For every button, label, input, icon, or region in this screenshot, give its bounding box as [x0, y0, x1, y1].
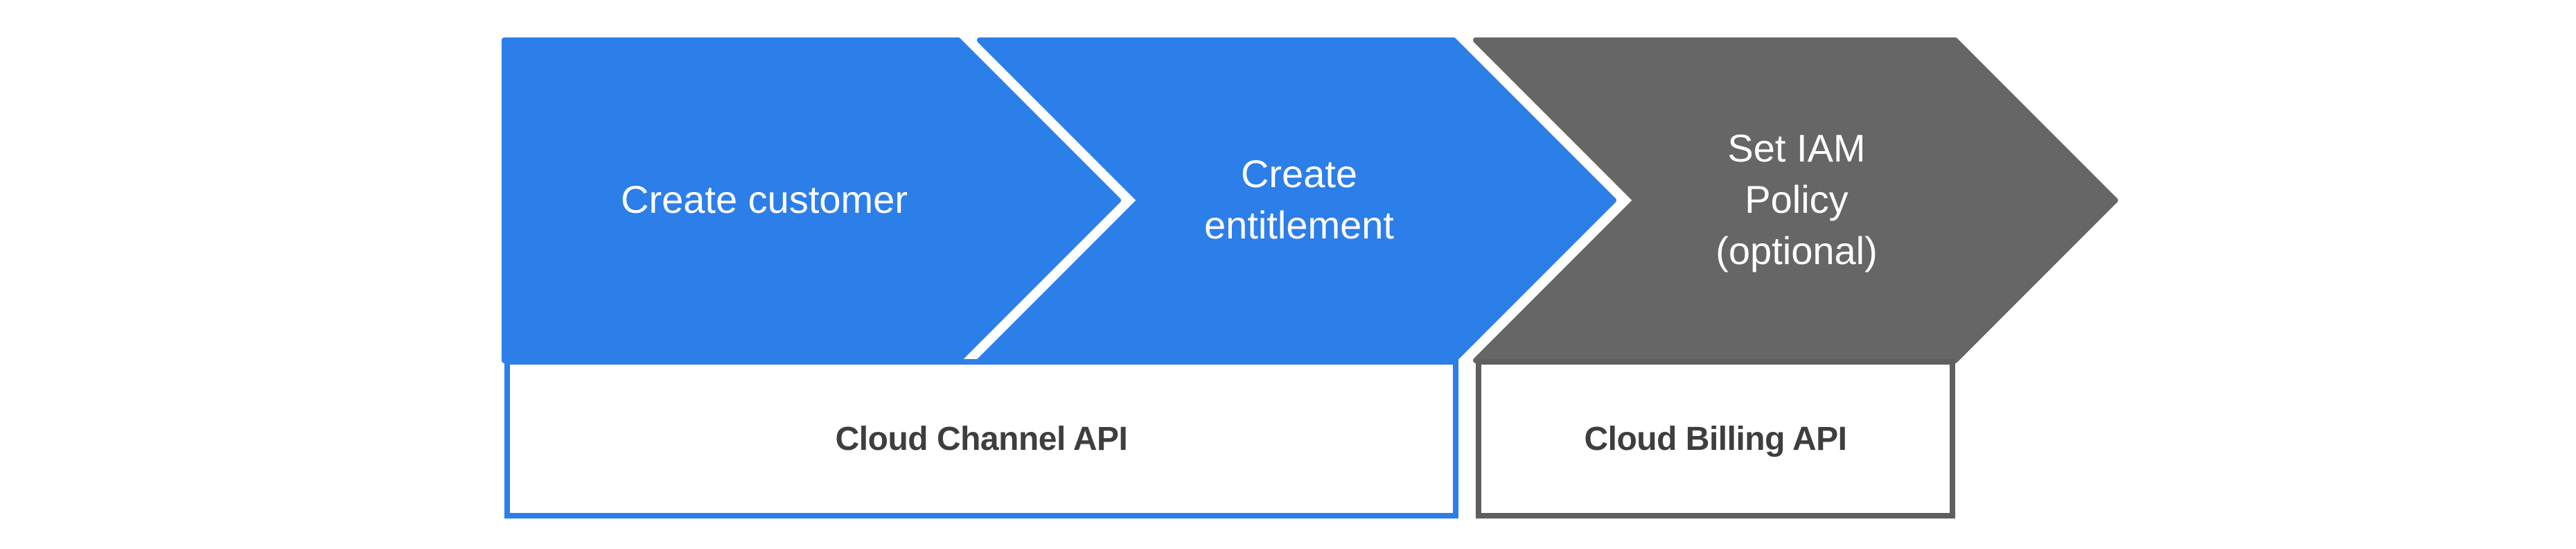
cloud-billing-api-box: Cloud Billing API: [1476, 359, 1955, 518]
cloud-channel-api-box: Cloud Channel API: [504, 359, 1458, 518]
chevron-arrow-set-iam-policy: [1473, 37, 2118, 363]
chevron-arrow-create-customer: [502, 37, 1121, 363]
cloud-billing-api-label: Cloud Billing API: [1584, 420, 1847, 458]
cloud-channel-api-label: Cloud Channel API: [835, 420, 1128, 458]
